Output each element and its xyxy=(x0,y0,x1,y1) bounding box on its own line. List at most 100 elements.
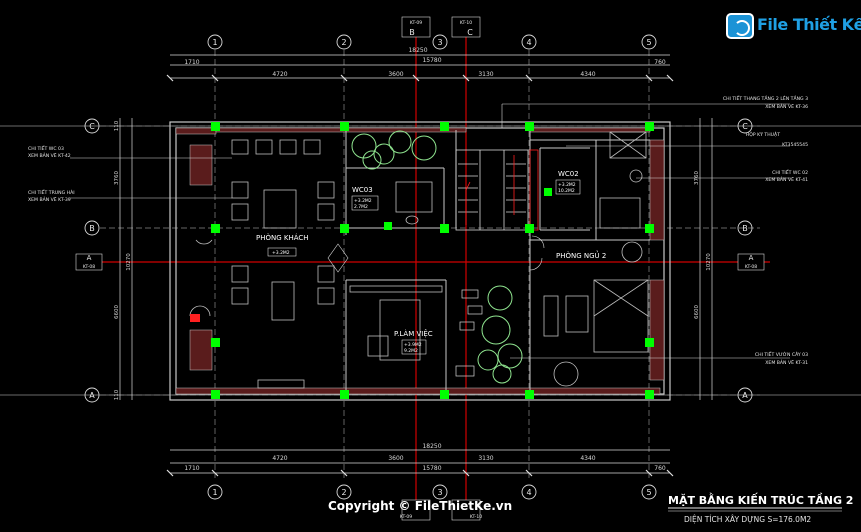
stepping-stones xyxy=(455,289,483,377)
living-room-furniture xyxy=(189,139,335,389)
dim-inner-top: 15780 xyxy=(422,57,441,64)
callout-trunghai-line2: XEM BẢN VẼ KT-39 xyxy=(28,195,71,203)
callouts-right: CHI TIẾT THANG TẦNG 2 LÊN TẦNG 3 XEM BẢN… xyxy=(723,94,808,366)
dim-seg-3: 3600 xyxy=(388,71,403,78)
wall-hatch xyxy=(175,127,665,395)
dim-seg-b4: 3130 xyxy=(478,455,493,462)
callout-wc02-line1: CHI TIẾT WC 02 xyxy=(772,168,808,176)
section-kt09-bottom: KT-09 xyxy=(400,514,412,520)
side-marker-a-left: A xyxy=(87,254,92,262)
room-tag-phong-khach: +3.2M2 xyxy=(272,250,290,256)
filethietke-logo: File Thiết Kế.vn xyxy=(726,10,861,44)
vdim-right-total: 10270 xyxy=(706,253,712,271)
callouts-left: CHI TIẾT WC 03 XEM BẢN VẼ KT-42 CHI TIẾT… xyxy=(28,144,75,203)
logo-mark-icon xyxy=(726,13,754,39)
callout-hopkythuat-line1: HỘP KỸ THUẬT xyxy=(746,131,780,138)
axis-label-1-bottom: 1 xyxy=(212,488,217,497)
dim-seg-b2: 4720 xyxy=(272,455,287,462)
axis-bubble-labels: 1 2 3 4 5 1 2 3 4 5 C B A C B A xyxy=(89,38,748,497)
axis-label-c-right: C xyxy=(742,122,748,131)
room-label-phong-khach: PHÒNG KHÁCH xyxy=(256,233,309,242)
garden-trees xyxy=(351,130,523,384)
side-kt08-right: KT-08 xyxy=(745,264,757,270)
vdim-left-1: 110 xyxy=(114,120,120,131)
office-furniture xyxy=(349,285,443,361)
callout-wc02-line2: XEM BẢN VẼ KT-41 xyxy=(765,175,808,183)
section-lines xyxy=(80,25,770,520)
staircase xyxy=(455,149,529,231)
dim-seg-1: 1710 xyxy=(184,59,199,66)
room-tag2-wc02: 10.2M2 xyxy=(558,188,575,194)
side-kt08-left: KT-08 xyxy=(83,264,95,270)
axis-label-3-top: 3 xyxy=(437,38,442,47)
callout-leaders xyxy=(70,103,790,359)
section-label-b: B xyxy=(409,28,415,37)
axis-label-3-bottom: 3 xyxy=(437,488,442,497)
room-tag1-lam-viec: +3.9M2 xyxy=(404,342,422,348)
grid-columns xyxy=(214,50,650,478)
callout-stair-line2: XEM BẢN VẼ KT-36 xyxy=(765,102,808,110)
axis-label-1-top: 1 xyxy=(212,38,217,47)
vdim-left-4: 110 xyxy=(114,389,120,400)
axis-label-5-bottom: 5 xyxy=(646,488,651,497)
drawing-subtitle: DIỆN TÍCH XÂY DỰNG S=176.0M2 xyxy=(684,515,811,524)
callout-vuoncay-line1: CHI TIẾT VƯỜN CÂY 03 xyxy=(755,350,808,358)
dimension-lines xyxy=(119,54,713,474)
door-swings xyxy=(327,235,545,273)
callout-wc03-line1: CHI TIẾT WC 03 xyxy=(28,144,64,152)
side-marker-a-right: A xyxy=(749,254,754,262)
copyright-watermark: Copyright © FileThietKe.vn xyxy=(328,499,512,513)
axis-label-b-left: B xyxy=(89,224,95,233)
axis-label-4-top: 4 xyxy=(526,38,531,47)
room-tag1-wc02: +3.2M2 xyxy=(558,182,576,188)
room-label-lam-viec: P.LÀM VIỆC xyxy=(394,329,433,338)
wc-fixtures xyxy=(395,131,647,229)
room-tag2-wc03: 2.7M2 xyxy=(354,204,368,210)
section-kt10-bottom: KT-10 xyxy=(470,514,482,520)
dim-inner-bottom: 15780 xyxy=(422,465,441,472)
room-label-wc03: WC03 xyxy=(352,186,373,194)
title-block: MẶT BẰNG KIẾN TRÚC TẦNG 2 DIỆN TÍCH XÂY … xyxy=(668,492,853,524)
callout-stair-line1: CHI TIẾT THANG TẦNG 2 LÊN TẦNG 3 xyxy=(723,94,808,102)
vdim-left-total: 10270 xyxy=(126,253,132,271)
vdim-left-2: 3760 xyxy=(114,171,120,185)
axis-label-b-right: B xyxy=(742,224,748,233)
axis-label-a-left: A xyxy=(89,391,95,400)
vdim-right-2: 6600 xyxy=(694,305,700,319)
dim-seg-b5: 4340 xyxy=(580,455,595,462)
dim-seg-b6: 760 xyxy=(654,465,666,472)
axis-label-2-bottom: 2 xyxy=(341,488,346,497)
section-markers xyxy=(75,16,765,521)
drawing-title: MẶT BẰNG KIẾN TRÚC TẦNG 2 xyxy=(668,492,853,507)
logo-text: File Thiết Kế.vn xyxy=(757,15,861,34)
room-label-wc02: WC02 xyxy=(558,170,579,178)
section-marker-labels: B C KT-09 KT-10 KT-09 KT-10 A A KT-08 KT… xyxy=(83,20,757,520)
room-labels: PHÒNG KHÁCH +3.2M2 WC03 +3.2M2 2.7M2 WC0… xyxy=(256,170,606,355)
callout-trunghai-line1: CHI TIẾT TRUNG HÀI xyxy=(28,188,75,196)
axis-label-5-top: 5 xyxy=(646,38,651,47)
room-tag1-wc03: +3.2M2 xyxy=(354,198,372,204)
red-accents xyxy=(190,149,539,322)
axis-label-c-left: C xyxy=(89,122,95,131)
dim-seg-b1: 1710 xyxy=(184,465,199,472)
room-tag2-lam-viec: 9.2M2 xyxy=(404,348,418,354)
callout-wc03-line2: XEM BẢN VẼ KT-42 xyxy=(28,151,71,159)
dim-seg-5: 4340 xyxy=(580,71,595,78)
section-label-c: C xyxy=(467,28,473,37)
axis-label-4-bottom: 4 xyxy=(526,488,531,497)
axis-label-2-top: 2 xyxy=(341,38,346,47)
axis-label-a-right: A xyxy=(742,391,748,400)
dimension-labels: 18250 15780 1710 4720 3600 3130 4340 760… xyxy=(184,47,666,472)
callout-vuoncay-line2: XEM BẢN VẼ KT-31 xyxy=(765,358,808,366)
section-kt10-top: KT-10 xyxy=(460,20,472,26)
dimension-ticks xyxy=(166,74,674,477)
dim-seg-4: 3130 xyxy=(478,71,493,78)
interior-walls xyxy=(345,130,650,392)
dim-seg-6: 760 xyxy=(654,59,666,66)
vdim-left-3: 6600 xyxy=(114,305,120,319)
dim-seg-b3: 3600 xyxy=(388,455,403,462)
dim-total-top: 18250 xyxy=(408,47,427,54)
section-kt09-top: KT-09 xyxy=(410,20,422,26)
structural-columns xyxy=(211,122,654,399)
